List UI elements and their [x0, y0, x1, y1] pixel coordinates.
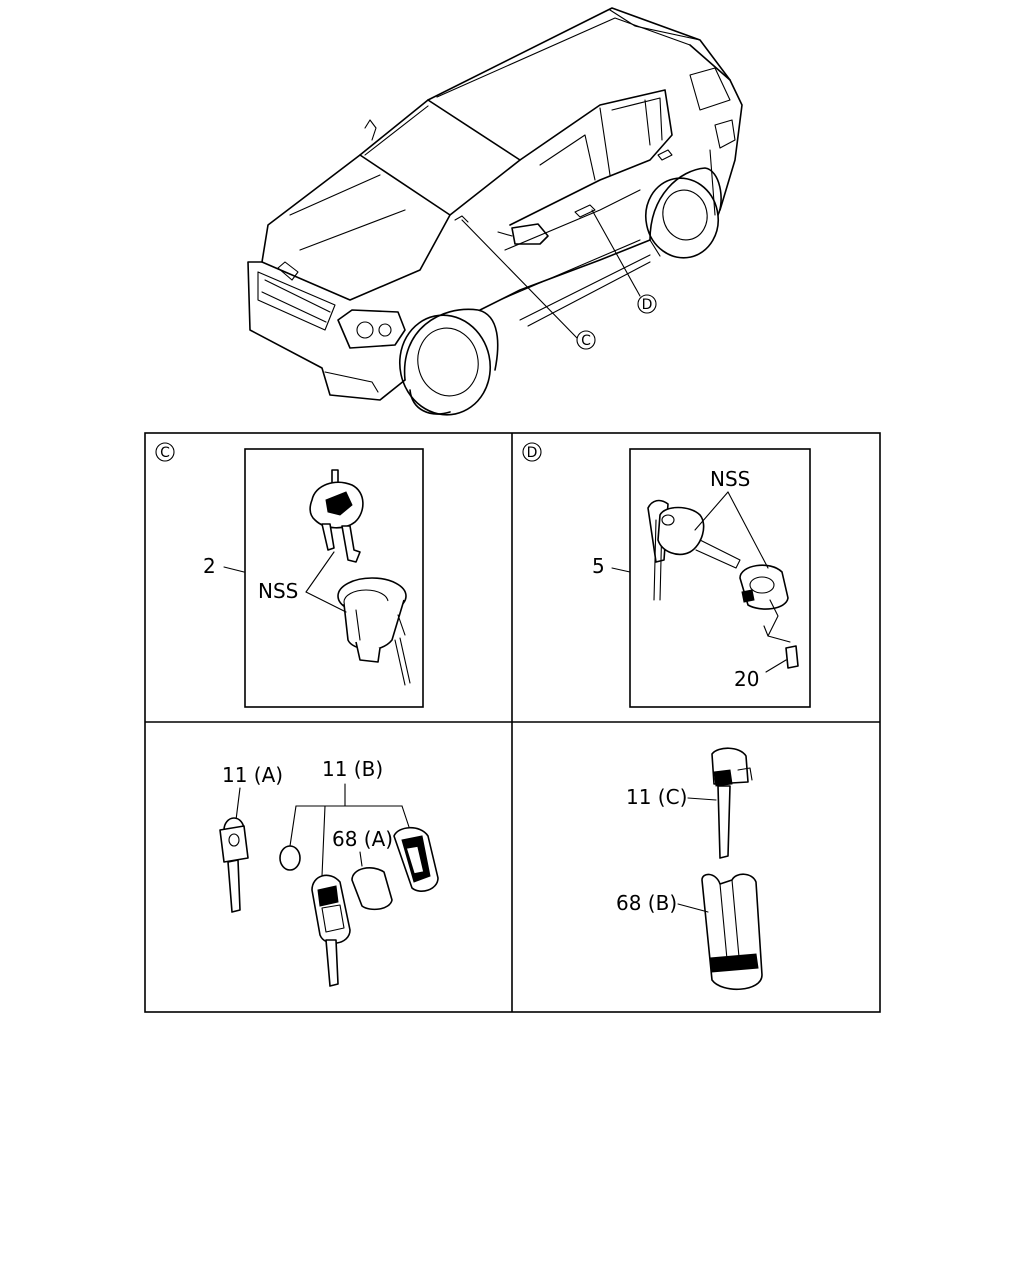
panel-smart-key: 11 (C) 68 (B) [616, 747, 763, 991]
door-lock-cylinder [739, 564, 799, 669]
smart-key-fob-68b [701, 873, 763, 991]
callout-d-circle [637, 294, 657, 314]
remote-insert-68a [351, 867, 393, 911]
callout-c-letter: C [581, 333, 591, 349]
ignition-key [309, 469, 364, 563]
label-part-68a: 68 (A) [332, 827, 393, 851]
label-nss-c: NSS [258, 579, 298, 603]
key-ring [279, 845, 301, 871]
panel-c-letter: C [160, 445, 170, 461]
panel-d: D NSS 5 20 [522, 442, 811, 708]
label-nss-d: NSS [710, 467, 750, 491]
ignition-cylinder [337, 577, 411, 686]
panel-d-inset [629, 448, 811, 708]
panel-c: C 2 NSS [155, 442, 424, 708]
label-part-2: 2 [203, 554, 216, 578]
label-part-11a: 11 (A) [222, 763, 283, 787]
callout-c-circle [576, 330, 596, 350]
blank-key-11a [219, 817, 249, 913]
label-part-20: 20 [734, 667, 759, 691]
vehicle-illustration [247, 7, 743, 416]
panel-d-letter: D [527, 445, 538, 461]
label-part-11c: 11 (C) [626, 785, 687, 809]
label-part-68b: 68 (B) [616, 891, 677, 915]
door-key [647, 499, 741, 601]
emergency-key-11c [711, 747, 753, 859]
remote-key-11b [311, 874, 351, 987]
remote-case-11b [393, 826, 439, 892]
panel-c-inset [244, 448, 424, 708]
label-part-11b: 11 (B) [322, 757, 383, 781]
label-part-5: 5 [592, 554, 605, 578]
panel-keys-remote: 11 (A) 11 (B) 68 (A) [219, 757, 439, 987]
callout-d-letter: D [642, 297, 653, 313]
